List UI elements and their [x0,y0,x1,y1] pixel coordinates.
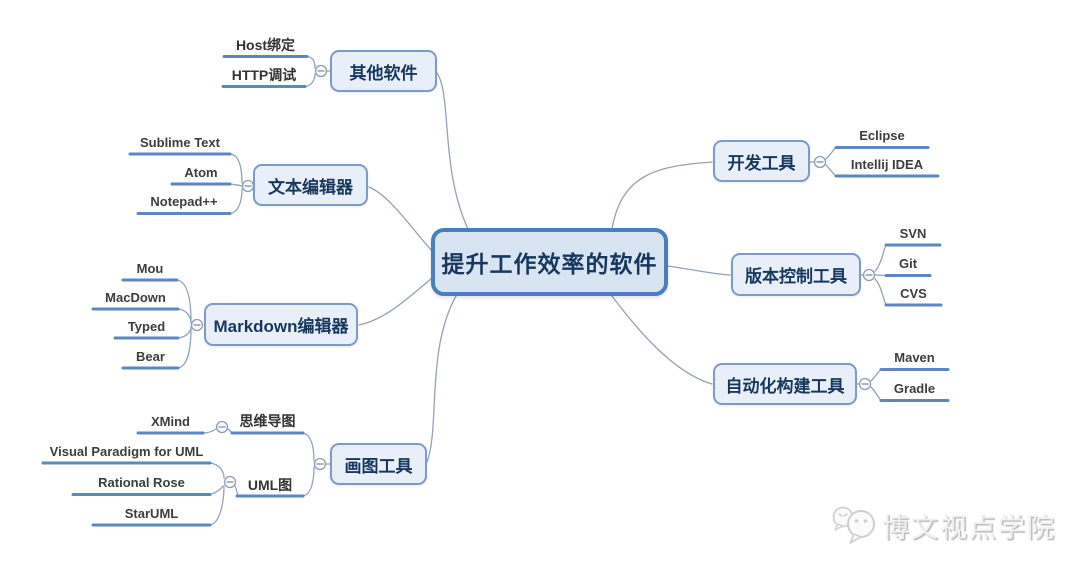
leaf-git[interactable]: Git [898,256,918,271]
leaf-gradle[interactable]: Gradle [893,381,936,396]
watermark-brand-text: 博文视点学院 [882,512,1056,543]
branch-node-build-tools[interactable]: 自动化构建工具 [713,363,857,405]
collapse-button-dev-tools[interactable] [813,155,827,169]
leaf-bear[interactable]: Bear [136,349,165,364]
root-topic[interactable]: 提升工作效率的软件 [431,228,668,296]
leaf-rational-rose[interactable]: Rational Rose [98,475,185,490]
branch-node-markdown-editor[interactable]: Markdown编辑器 [204,303,358,346]
leaf-eclipse[interactable]: Eclipse [859,128,905,143]
leaf-macdown[interactable]: MacDown [105,290,166,305]
leaf-atom[interactable]: Atom [184,165,218,180]
topic-underlines [41,55,950,527]
watermark: 博文视点学院 [830,502,1056,548]
branch-node-dev-tools[interactable]: 开发工具 [713,140,810,182]
leaf-cvs[interactable]: CVS [900,286,927,301]
leaf-maven[interactable]: Maven [894,350,935,365]
branch-node-other-software[interactable]: 其他软件 [330,50,437,92]
leaf-sublime-text[interactable]: Sublime Text [140,135,220,150]
leaf-svn[interactable]: SVN [899,226,927,241]
leaf-staruml[interactable]: StarUML [124,506,179,521]
branch-node-drawing-tools[interactable]: 画图工具 [330,443,427,485]
leaf-notepad[interactable]: Notepad++ [150,194,218,209]
leaf-xmind[interactable]: XMind [151,414,190,429]
leaf-mou[interactable]: Mou [136,261,164,276]
leaf-visual-paradigm[interactable]: Visual Paradigm for UML [49,444,204,459]
leaf-typed[interactable]: Typed [127,319,166,334]
chat-bubbles-logo [832,506,875,544]
collapse-button-uml-diagram[interactable] [223,475,237,489]
leaf-intellij-idea[interactable]: Intellij IDEA [850,157,924,172]
collapse-button-other-software[interactable] [314,64,328,78]
subtopic-mindmap-diagram[interactable]: 思维导图 [239,413,296,429]
subtopic-uml-diagram[interactable]: UML图 [247,477,293,493]
collapse-button-mindmap-diagram[interactable] [215,420,229,434]
collapse-button-drawing-tools[interactable] [313,457,327,471]
leaf-http-debug[interactable]: HTTP调试 [231,67,297,83]
collapse-button-markdown-editor[interactable] [190,318,204,332]
branch-node-text-editor[interactable]: 文本编辑器 [253,164,368,206]
collapse-button-version-control[interactable] [862,268,876,282]
leaf-host-binding[interactable]: Host绑定 [235,37,296,53]
collapse-button-build-tools[interactable] [858,377,872,391]
branch-node-version-control[interactable]: 版本控制工具 [731,253,861,296]
collapse-button-text-editor[interactable] [241,179,255,193]
